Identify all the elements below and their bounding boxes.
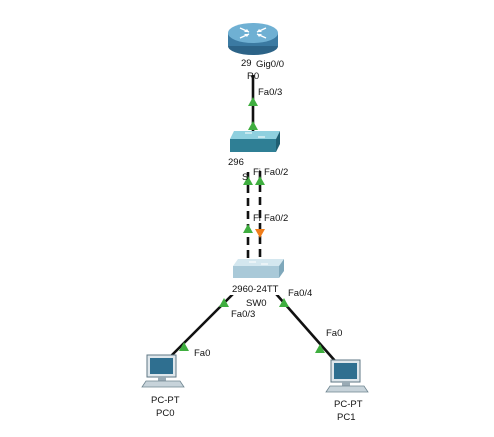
router-port-label: Gig0/0	[256, 59, 284, 70]
switch-top[interactable]: 296 S	[228, 131, 280, 183]
link-up-indicator	[243, 224, 253, 233]
link-up-indicator	[179, 342, 189, 351]
router-r0[interactable]: 29 R0	[228, 23, 278, 82]
port-label-trunk-top-a: Fi	[253, 167, 261, 178]
switch-top-model-label: 296	[228, 157, 244, 168]
switch-icon	[230, 131, 280, 152]
port-label-trunk-top-b: Fa0/2	[264, 167, 288, 178]
switch-icon	[233, 259, 284, 278]
port-label-sw-pc1-pc: Fa0	[326, 328, 342, 339]
port-label-sw-pc0-switch: Fa0/3	[231, 309, 255, 320]
port-label-trunk-bottom-a: Fi	[253, 213, 261, 224]
switch-sw0-model-label: 2960-24TT	[232, 284, 279, 295]
port-label-router-link: Fa0/3	[258, 87, 282, 98]
link-up-indicator	[248, 97, 258, 106]
link-switch-pc0[interactable]	[164, 286, 241, 363]
link-up-indicator	[243, 176, 253, 185]
link-up-indicator	[279, 298, 289, 307]
pc-icon	[325, 359, 369, 393]
pc1-name-label: PC1	[337, 412, 355, 423]
pc0-name-label: PC0	[156, 408, 174, 419]
port-label-sw-pc0-pc: Fa0	[194, 348, 210, 359]
link-switch-pc1[interactable]	[269, 286, 337, 363]
pc-pc1[interactable]: PC-PT PC1	[325, 359, 369, 423]
router-name-label: R0	[247, 71, 259, 82]
pc1-model-label: PC-PT	[334, 399, 363, 410]
link-up-indicator	[315, 344, 325, 353]
switch-sw0[interactable]: SW0	[233, 259, 284, 309]
link-up-indicator	[255, 176, 265, 185]
link-up-indicator	[219, 298, 229, 307]
port-label-sw-pc1-switch: Fa0/4	[288, 288, 312, 299]
switch-sw0-name-label: SW0	[246, 298, 267, 309]
port-label-trunk-bottom-b: Fa0/2	[264, 213, 288, 224]
router-icon	[228, 23, 278, 55]
pc-icon	[141, 354, 185, 388]
pc0-model-label: PC-PT	[151, 395, 180, 406]
switch-top-name-label: S	[242, 172, 248, 183]
link-blocking-indicator	[255, 229, 265, 238]
pc-pc0[interactable]: PC-PT PC0	[141, 354, 185, 419]
router-model-label: 29	[241, 58, 252, 69]
link-up-indicator	[248, 121, 258, 130]
